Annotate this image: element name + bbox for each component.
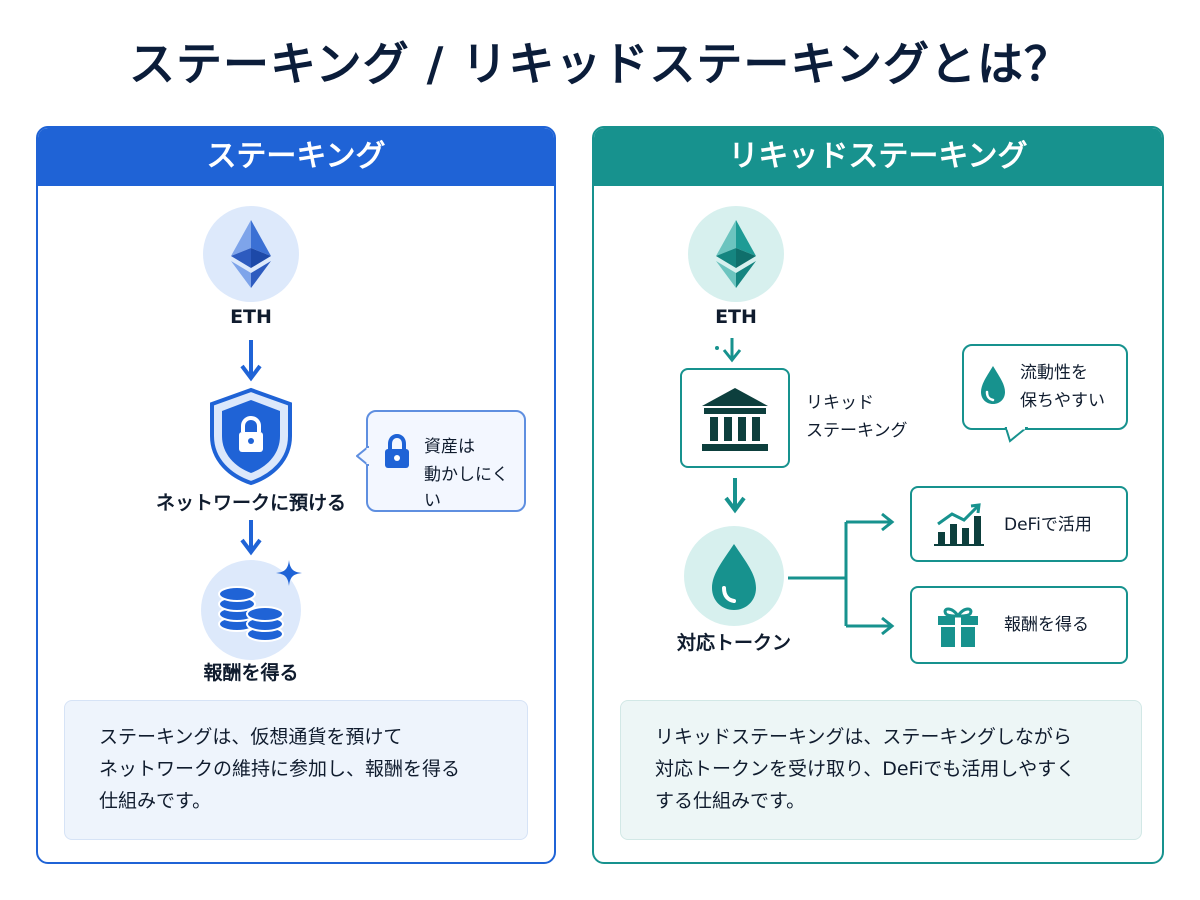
page-title: ステーキング / リキッドステーキングとは？	[128, 37, 1072, 91]
chart-up-icon	[934, 503, 984, 546]
ethereum-icon	[231, 220, 271, 288]
liquid-protocol-box	[680, 368, 790, 468]
staking-desc-line-2: ネットワークの維持に参加し、報酬を得る	[99, 758, 461, 780]
arrow-down-icon	[715, 338, 742, 363]
bank-icon	[702, 388, 768, 451]
staking-eth-label: ETH	[230, 306, 272, 328]
defi-box: DeFiで活用	[910, 486, 1128, 562]
token-circle	[684, 526, 784, 626]
protocol-label-1: リキッド	[806, 393, 874, 413]
protocol-label-2: ステーキング	[806, 421, 908, 441]
droplet-icon	[981, 366, 1005, 404]
liquid-staking-panel: リキッドステーキング ETH リキッド ステーキング	[592, 126, 1164, 864]
callout-pointer	[356, 446, 370, 466]
eth-circle	[203, 206, 299, 302]
arrow-down-icon	[240, 340, 262, 382]
droplet-icon	[712, 544, 756, 610]
defi-label: DeFiで活用	[1004, 515, 1092, 535]
liquid-desc-line-2: 対応トークンを受け取り、DeFiでも活用しやすく	[655, 758, 1076, 780]
callout-text-1: 資産は	[424, 437, 475, 457]
staking-desc-line-3: 仕組みです。	[99, 790, 212, 812]
staking-reward-label: 報酬を得る	[203, 662, 299, 684]
lock-icon	[385, 434, 409, 468]
staking-description: ステーキングは、仮想通貨を預けて ネットワークの維持に参加し、報酬を得る 仕組み…	[64, 700, 528, 840]
arrow-down-icon	[724, 478, 746, 514]
ethereum-icon	[716, 220, 756, 288]
liquid-description: リキッドステーキングは、ステーキングしながら 対応トークンを受け取り、DeFiで…	[620, 700, 1142, 840]
coins-icon	[218, 586, 284, 642]
liquid-panel-header: リキッドステーキング	[594, 128, 1162, 186]
liquid-desc-line-3: する仕組みです。	[655, 790, 806, 812]
liquid-callout-text-2: 保ちやすい	[1020, 391, 1105, 411]
gift-icon	[938, 607, 978, 647]
callout-text-2: 動かしにくい	[424, 465, 509, 511]
token-label: 対応トークン	[676, 632, 791, 654]
branch-arrows	[788, 512, 895, 636]
arrow-down-icon	[240, 520, 262, 556]
sparkle-icon	[276, 560, 302, 586]
coins-circle	[201, 560, 301, 660]
staking-panel: ステーキング ETH ネットワークに預ける	[36, 126, 556, 864]
network-label: ネットワークに預ける	[155, 492, 346, 514]
liquid-callout: 流動性を 保ちやすい	[962, 344, 1128, 430]
liquid-eth-label: ETH	[715, 306, 757, 328]
liquid-desc-line-1: リキッドステーキングは、ステーキングしながら	[655, 726, 1072, 748]
liquid-reward-label: 報酬を得る	[1004, 615, 1089, 635]
liquid-reward-box: 報酬を得る	[910, 586, 1128, 664]
staking-callout: 資産は 動かしにくい	[366, 410, 526, 512]
shield-lock-icon	[210, 387, 292, 486]
liquid-callout-text-1: 流動性を	[1020, 363, 1088, 383]
staking-desc-line-1: ステーキングは、仮想通貨を預けて	[99, 726, 403, 748]
liquid-eth-circle	[688, 206, 784, 302]
callout-pointer	[1004, 427, 1028, 443]
staking-panel-header: ステーキング	[38, 128, 554, 186]
